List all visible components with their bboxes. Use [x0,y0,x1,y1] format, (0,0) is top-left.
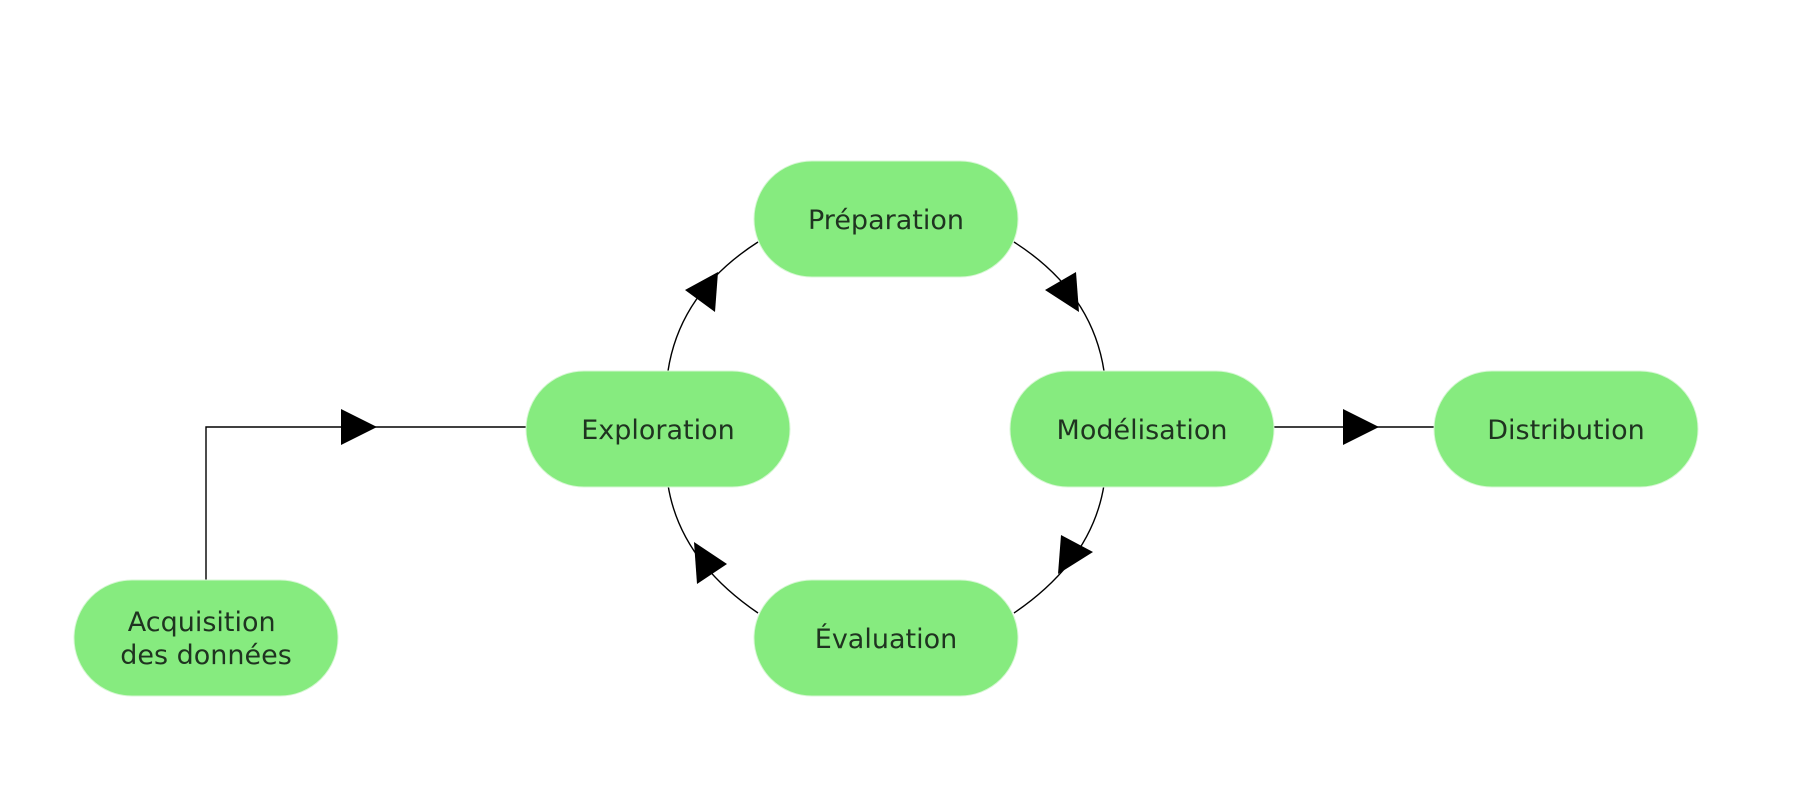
node-modelisation[interactable]: Modélisation [1009,370,1275,488]
edge-modelisation-evaluation [1013,484,1105,614]
node-acquisition-shape [73,579,339,697]
node-exploration-label: Exploration [581,415,735,446]
node-distribution-shape [1433,370,1699,488]
node-acquisition-label-line2: des données [120,640,292,671]
node-evaluation[interactable]: Évaluation [753,579,1019,697]
arrowhead-evaluation-exploration [694,542,727,584]
node-acquisition-label-line1: Acquisition [128,607,276,638]
arrowhead-acquisition-exploration [341,409,377,445]
edge-acquisition-exploration [205,426,526,580]
node-distribution[interactable]: Distribution [1433,370,1699,488]
arrowhead-modelisation-evaluation [1058,535,1093,574]
edge-preparation-modelisation [1013,241,1105,372]
node-acquisition[interactable]: Acquisition des données [73,579,339,697]
node-preparation-shape [753,160,1019,278]
arrowhead-exploration-preparation [685,272,718,312]
arrowhead-preparation-modelisation [1045,272,1079,312]
arrowhead-modelisation-distribution [1343,409,1379,445]
node-exploration[interactable]: Exploration [525,370,791,488]
edge-evaluation-exploration [667,484,759,614]
node-exploration-shape [525,370,791,488]
node-preparation-label: Préparation [808,205,964,236]
edge-exploration-preparation [667,241,759,372]
node-distribution-label: Distribution [1487,415,1645,446]
node-evaluation-label: Évaluation [815,623,957,655]
node-evaluation-shape [753,579,1019,697]
node-preparation[interactable]: Préparation [753,160,1019,278]
node-modelisation-shape [1009,370,1275,488]
edges [205,241,1434,614]
node-modelisation-label: Modélisation [1057,415,1228,446]
node-acquisition-label: Acquisition des données [120,607,292,671]
